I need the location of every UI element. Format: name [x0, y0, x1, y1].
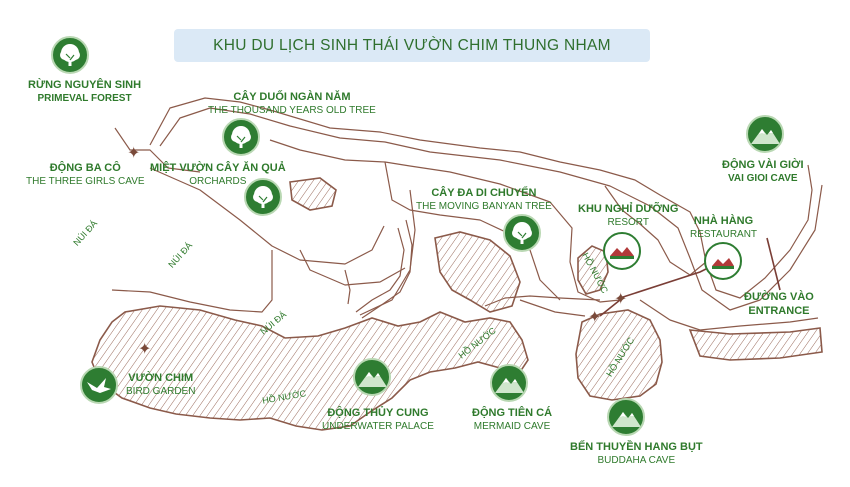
label-bird-garden: VƯỜN CHIM BIRD GARDEN	[126, 372, 196, 397]
map-title: KHU DU LỊCH SINH THÁI VƯỜN CHIM THUNG NH…	[213, 36, 611, 54]
compass-star-icon[interactable]: ✦	[588, 309, 602, 326]
label-three-girls-cave: ĐỘNG BA CÔ THE THREE GIRLS CAVE	[26, 162, 145, 187]
label-primeval-forest: RỪNG NGUYÊN SINH PRIMEVAL FOREST	[28, 79, 142, 104]
resort-icon[interactable]	[603, 232, 641, 270]
mountain-icon[interactable]	[746, 115, 784, 153]
compass-star-icon[interactable]: ✦	[138, 341, 152, 358]
restaurant-icon[interactable]	[704, 242, 742, 280]
label-underwater-palace: ĐỘNG THỦY CUNG UNDERWATER PALACE	[322, 407, 434, 432]
label-mermaid-cave: ĐỘNG TIÊN CÁ MERMAID CAVE	[472, 407, 553, 432]
label-vai-gioi-cave: ĐỘNG VÀI GIỜI VAI GIOI CAVE	[722, 159, 804, 184]
orchard-patch	[289, 177, 337, 211]
tree-icon[interactable]	[51, 36, 89, 74]
label-thousand-years-tree: CÂY DUỐI NGÀN NĂM THE THOUSAND YEARS OLD…	[208, 91, 376, 116]
resort-lake	[577, 245, 609, 295]
bird-garden-lake	[91, 305, 529, 431]
label-restaurant: NHÀ HÀNG RESTAURANT	[690, 215, 758, 240]
label-moving-banyan: CÂY ĐA DI CHUYỂN THE MOVING BANYAN TREE	[416, 187, 552, 212]
label-entrance[interactable]: ĐƯỜNG VÀO ENTRANCE	[744, 291, 814, 317]
buddaha-lake	[575, 309, 663, 401]
tree-icon[interactable]	[222, 118, 260, 156]
map-title-banner: KHU DU LỊCH SINH THÁI VƯỜN CHIM THUNG NH…	[174, 29, 650, 62]
terrain-outlines	[111, 97, 823, 331]
label-resort: KHU NGHỈ DƯỠNG RESORT	[578, 203, 679, 228]
compass-star-icon[interactable]: ✦	[614, 291, 628, 308]
tree-icon[interactable]	[503, 214, 541, 252]
bird-icon[interactable]	[80, 366, 118, 404]
mermaid-lake	[434, 231, 521, 313]
mountain-icon[interactable]	[353, 358, 391, 396]
east-lake	[688, 327, 823, 361]
mountain-icon[interactable]	[490, 364, 528, 402]
label-buddaha-cave: BẾN THUYỀN HANG BỤT BUDDAHA CAVE	[570, 441, 703, 466]
tree-icon[interactable]	[244, 178, 282, 216]
road-north-trail	[114, 127, 201, 173]
label-orchards: MIỆT VƯỜN CÂY ĂN QUẢ ORCHARDS	[150, 162, 286, 187]
mountain-outline-north	[149, 97, 813, 299]
mountain-icon[interactable]	[607, 398, 645, 436]
compass-star-icon[interactable]: ✦	[127, 145, 141, 162]
